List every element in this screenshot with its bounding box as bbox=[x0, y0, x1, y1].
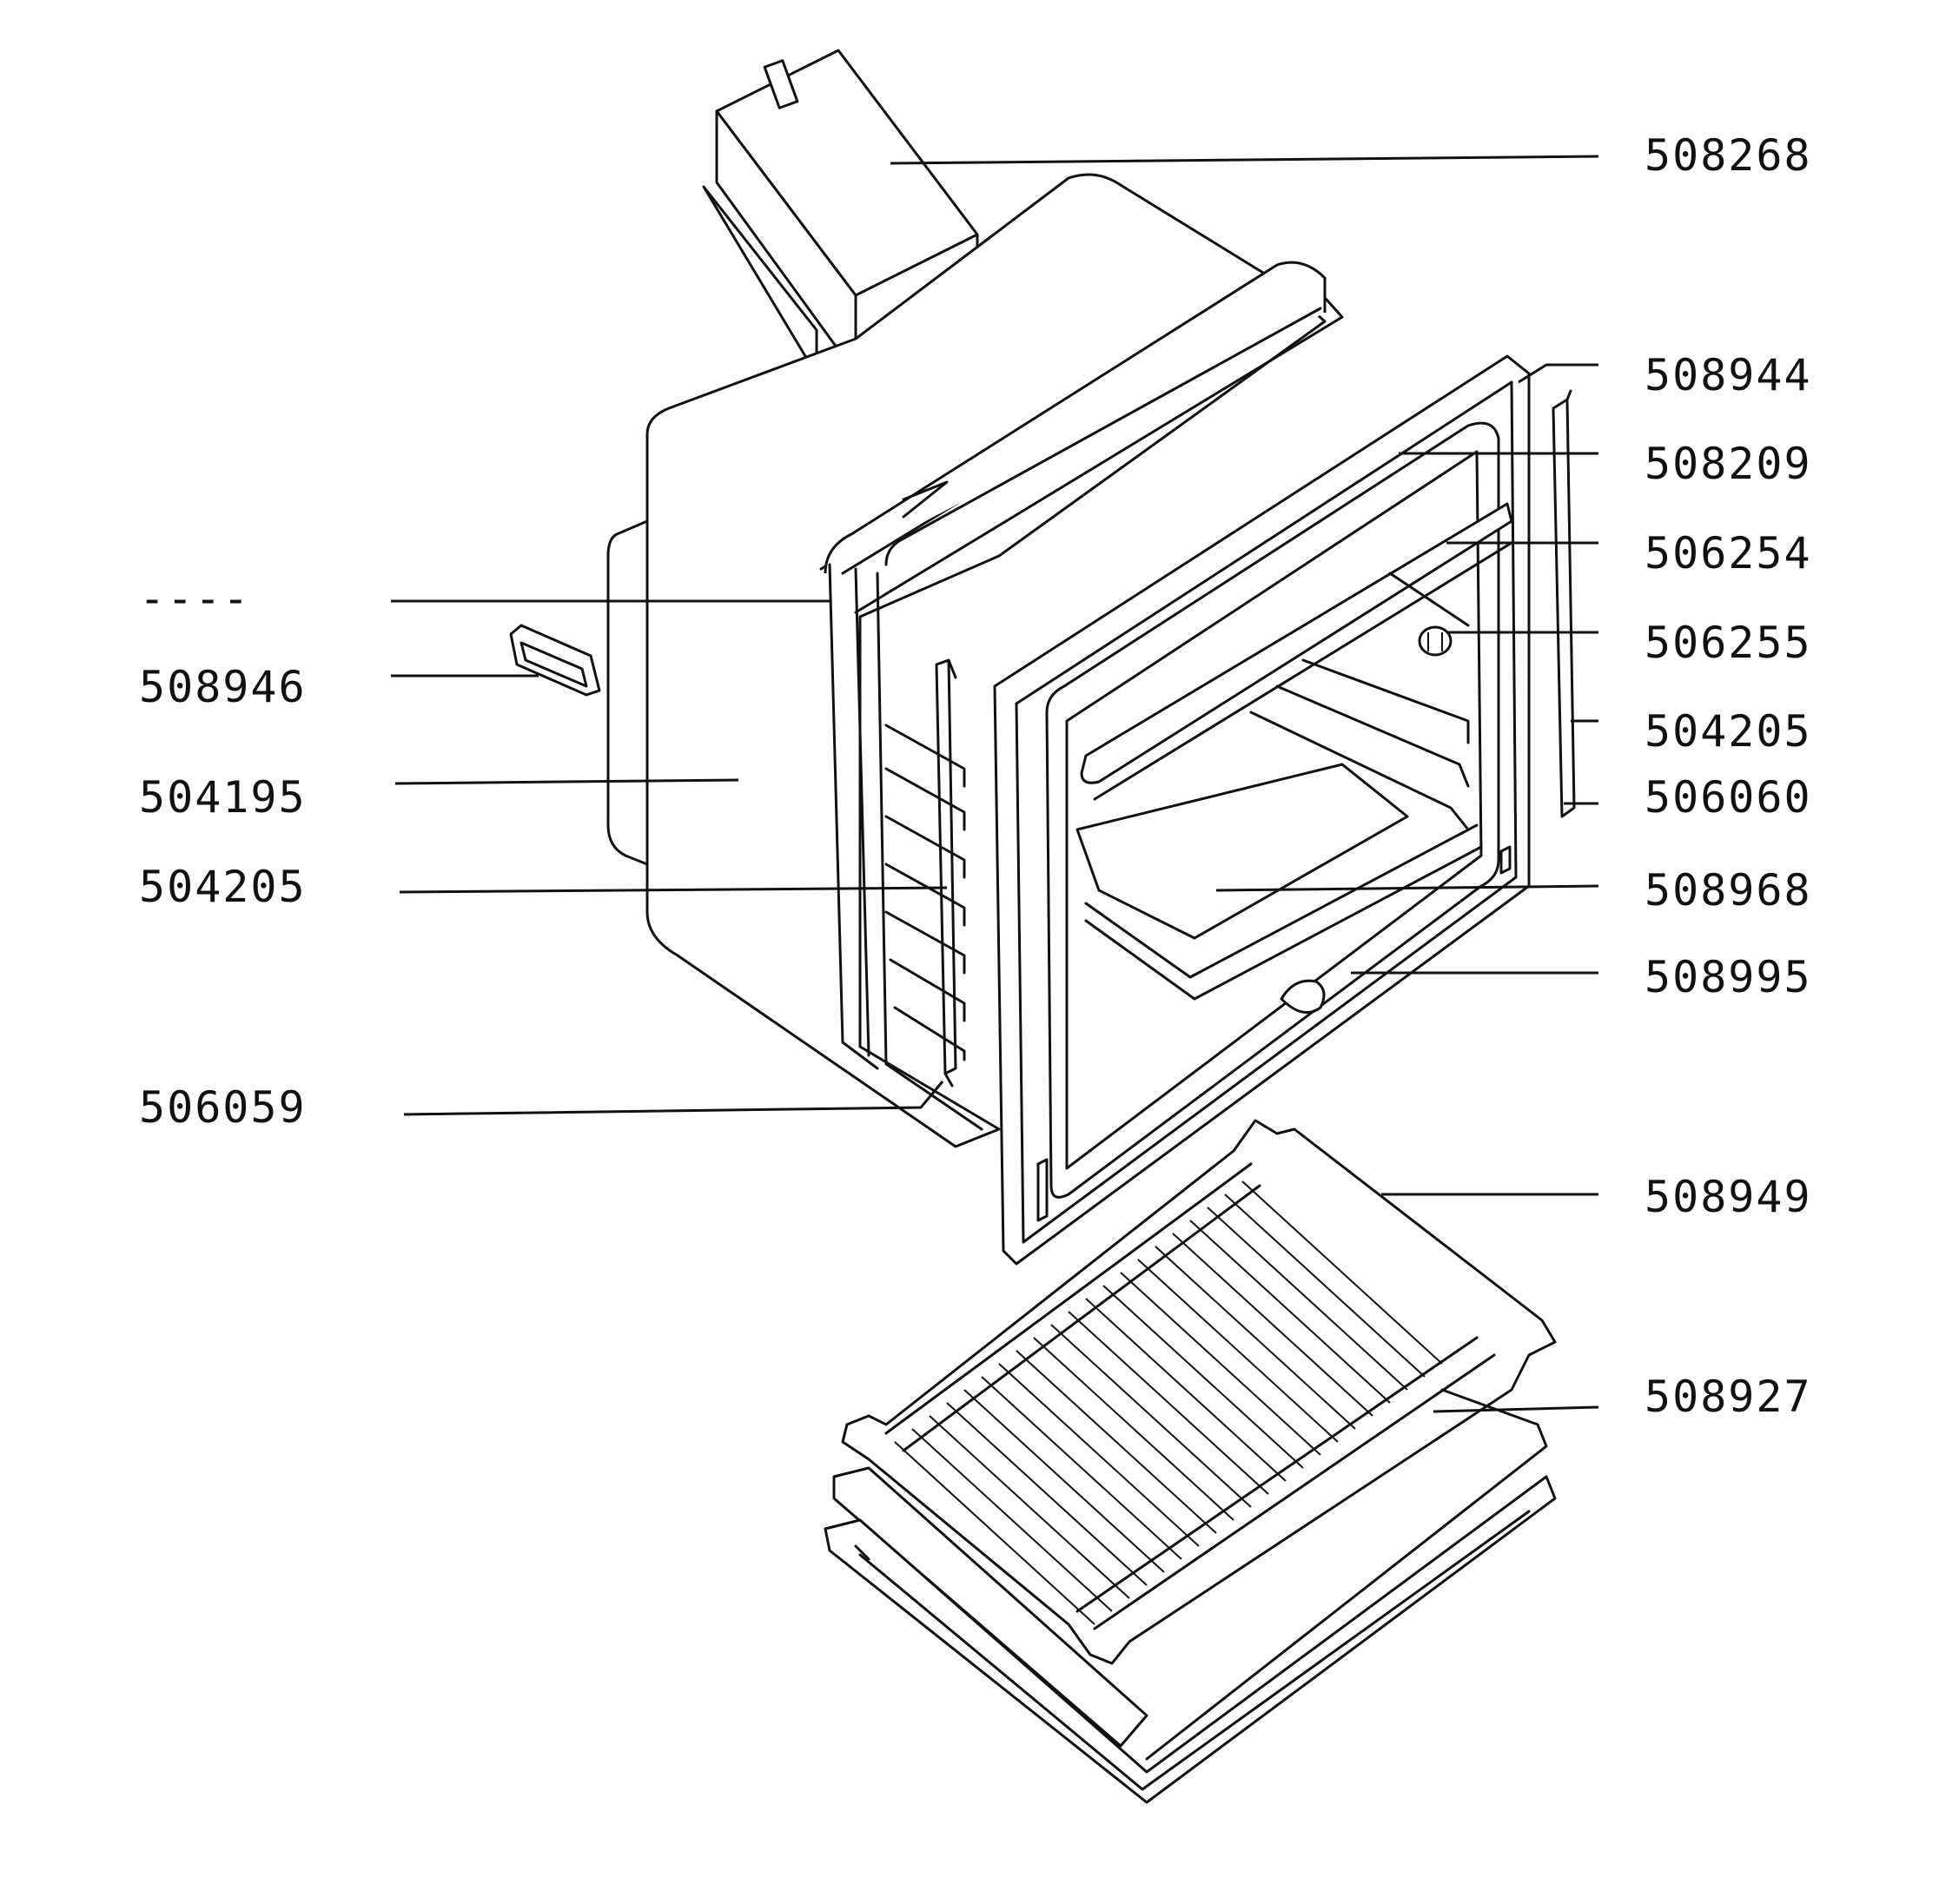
label-baking-tray: 508927 bbox=[1645, 1372, 1812, 1422]
leader-508944 bbox=[1518, 363, 1598, 384]
label-bottom-panel: 508968 bbox=[1645, 865, 1812, 916]
leader-508268 bbox=[890, 155, 1599, 165]
wire-shelf-part bbox=[841, 1119, 1557, 1665]
leader-lines bbox=[391, 155, 1599, 1413]
side-rail-left-part bbox=[935, 658, 957, 1088]
label-wire-shelf: 508949 bbox=[1645, 1172, 1812, 1222]
label-unlabelled: ---- bbox=[139, 573, 251, 624]
baking-tray-part bbox=[824, 1388, 1557, 1804]
label-side-rail-right: 504205 bbox=[1645, 706, 1812, 757]
label-door-seal: 508209 bbox=[1645, 439, 1812, 489]
leader-504205-left bbox=[399, 886, 948, 894]
label-rail-clip-left: 506059 bbox=[139, 1082, 307, 1133]
oven-cavity-part bbox=[606, 173, 1344, 1148]
label-oven-cavity: 504195 bbox=[139, 772, 307, 823]
leader-504195 bbox=[394, 778, 739, 785]
label-front-frame: 508995 bbox=[1645, 952, 1812, 1002]
label-hinge-bracket: 508946 bbox=[139, 662, 307, 712]
leader-508968 bbox=[1215, 884, 1599, 892]
shelf-wires bbox=[894, 1180, 1443, 1625]
leader-506059 bbox=[403, 1081, 944, 1116]
label-rail-clip-right: 506060 bbox=[1645, 772, 1812, 823]
label-side-rail-left: 504205 bbox=[139, 862, 307, 912]
hinge-bracket-part bbox=[509, 624, 601, 697]
leader-508927 bbox=[1433, 1405, 1599, 1413]
label-door-seal-clip: 508944 bbox=[1645, 350, 1812, 400]
label-top-heater: 506254 bbox=[1645, 528, 1812, 578]
front-frame-part bbox=[993, 354, 1531, 1266]
label-fan-cover: 508268 bbox=[1645, 130, 1812, 181]
side-rail-right-part bbox=[1552, 389, 1576, 818]
label-lamp: 506255 bbox=[1645, 618, 1812, 668]
